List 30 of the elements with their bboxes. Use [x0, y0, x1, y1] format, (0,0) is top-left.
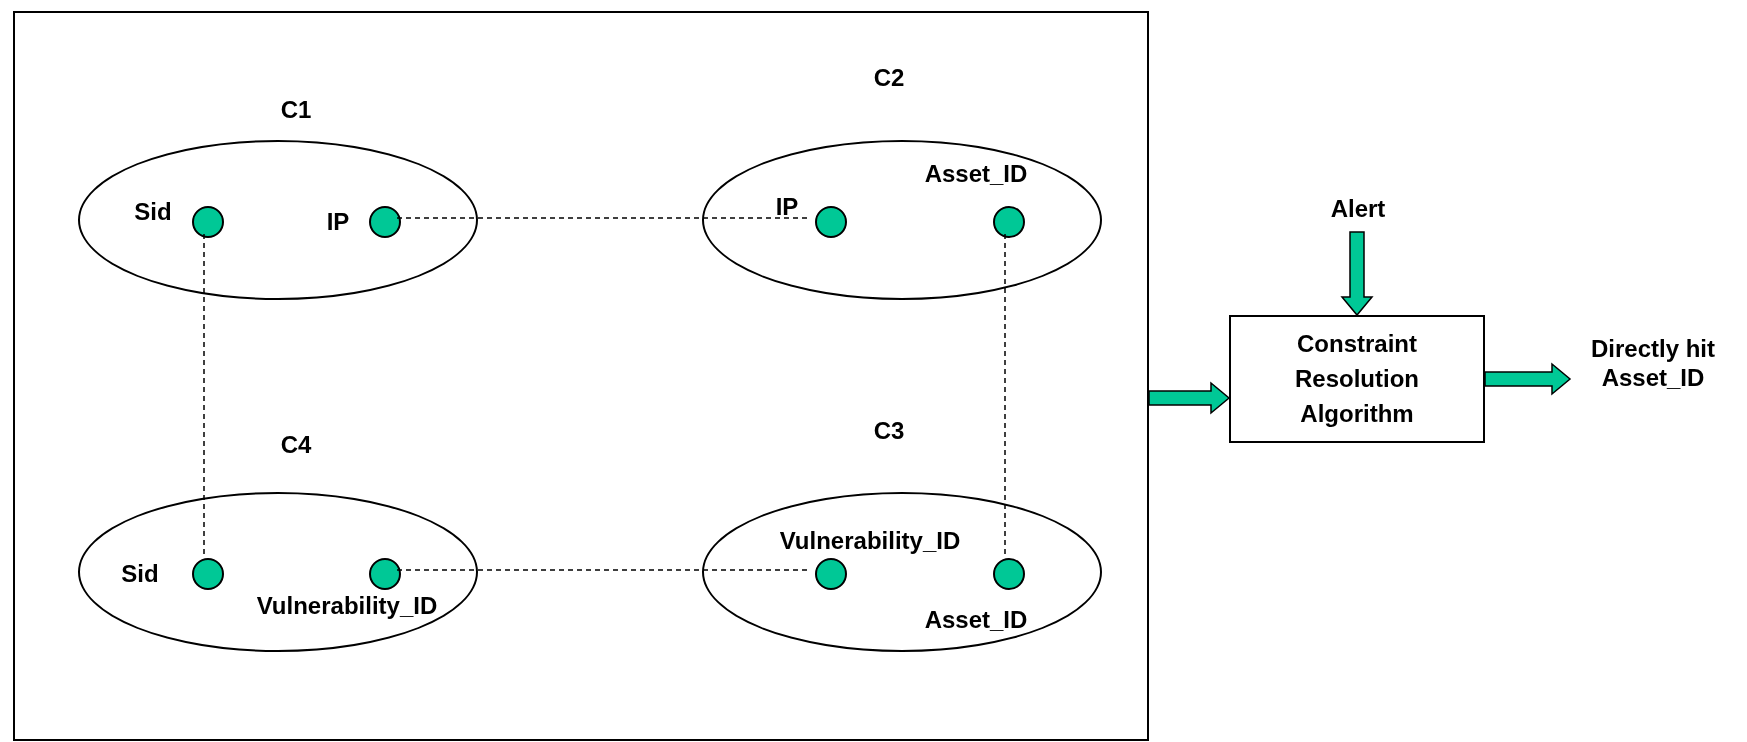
text-label: Alert — [1329, 194, 1387, 224]
process-label: Constraint Resolution Algorithm — [1294, 328, 1420, 429]
block-arrow — [1340, 231, 1374, 317]
attribute-label: Vulnerability_ID — [256, 591, 438, 621]
cluster-label: C2 — [873, 63, 905, 93]
attribute-label: Sid — [121, 559, 159, 589]
dashed-link — [203, 233, 205, 555]
node-dot — [993, 558, 1025, 590]
node-dot — [192, 206, 224, 238]
cluster-label: C4 — [280, 430, 312, 460]
attribute-label: Sid — [134, 197, 172, 227]
attribute-label: IP — [326, 207, 350, 237]
node-dot — [815, 206, 847, 238]
node-dot — [192, 558, 224, 590]
cluster-label: C1 — [280, 95, 312, 125]
node-dot — [993, 206, 1025, 238]
process-box — [1229, 315, 1485, 443]
attribute-label: IP — [775, 192, 799, 222]
dashed-link — [1004, 233, 1006, 555]
cluster-label: C3 — [873, 416, 905, 446]
attribute-label: Vulnerability_ID — [779, 526, 961, 556]
block-arrow — [1148, 381, 1231, 415]
node-dot — [369, 558, 401, 590]
container-box — [13, 11, 1149, 741]
attribute-label: Asset_ID — [924, 159, 1028, 189]
node-dot — [369, 206, 401, 238]
text-label: Directly hit Asset_ID — [1590, 335, 1716, 393]
block-arrow — [1484, 362, 1572, 396]
attribute-label: Asset_ID — [924, 605, 1028, 635]
node-dot — [815, 558, 847, 590]
